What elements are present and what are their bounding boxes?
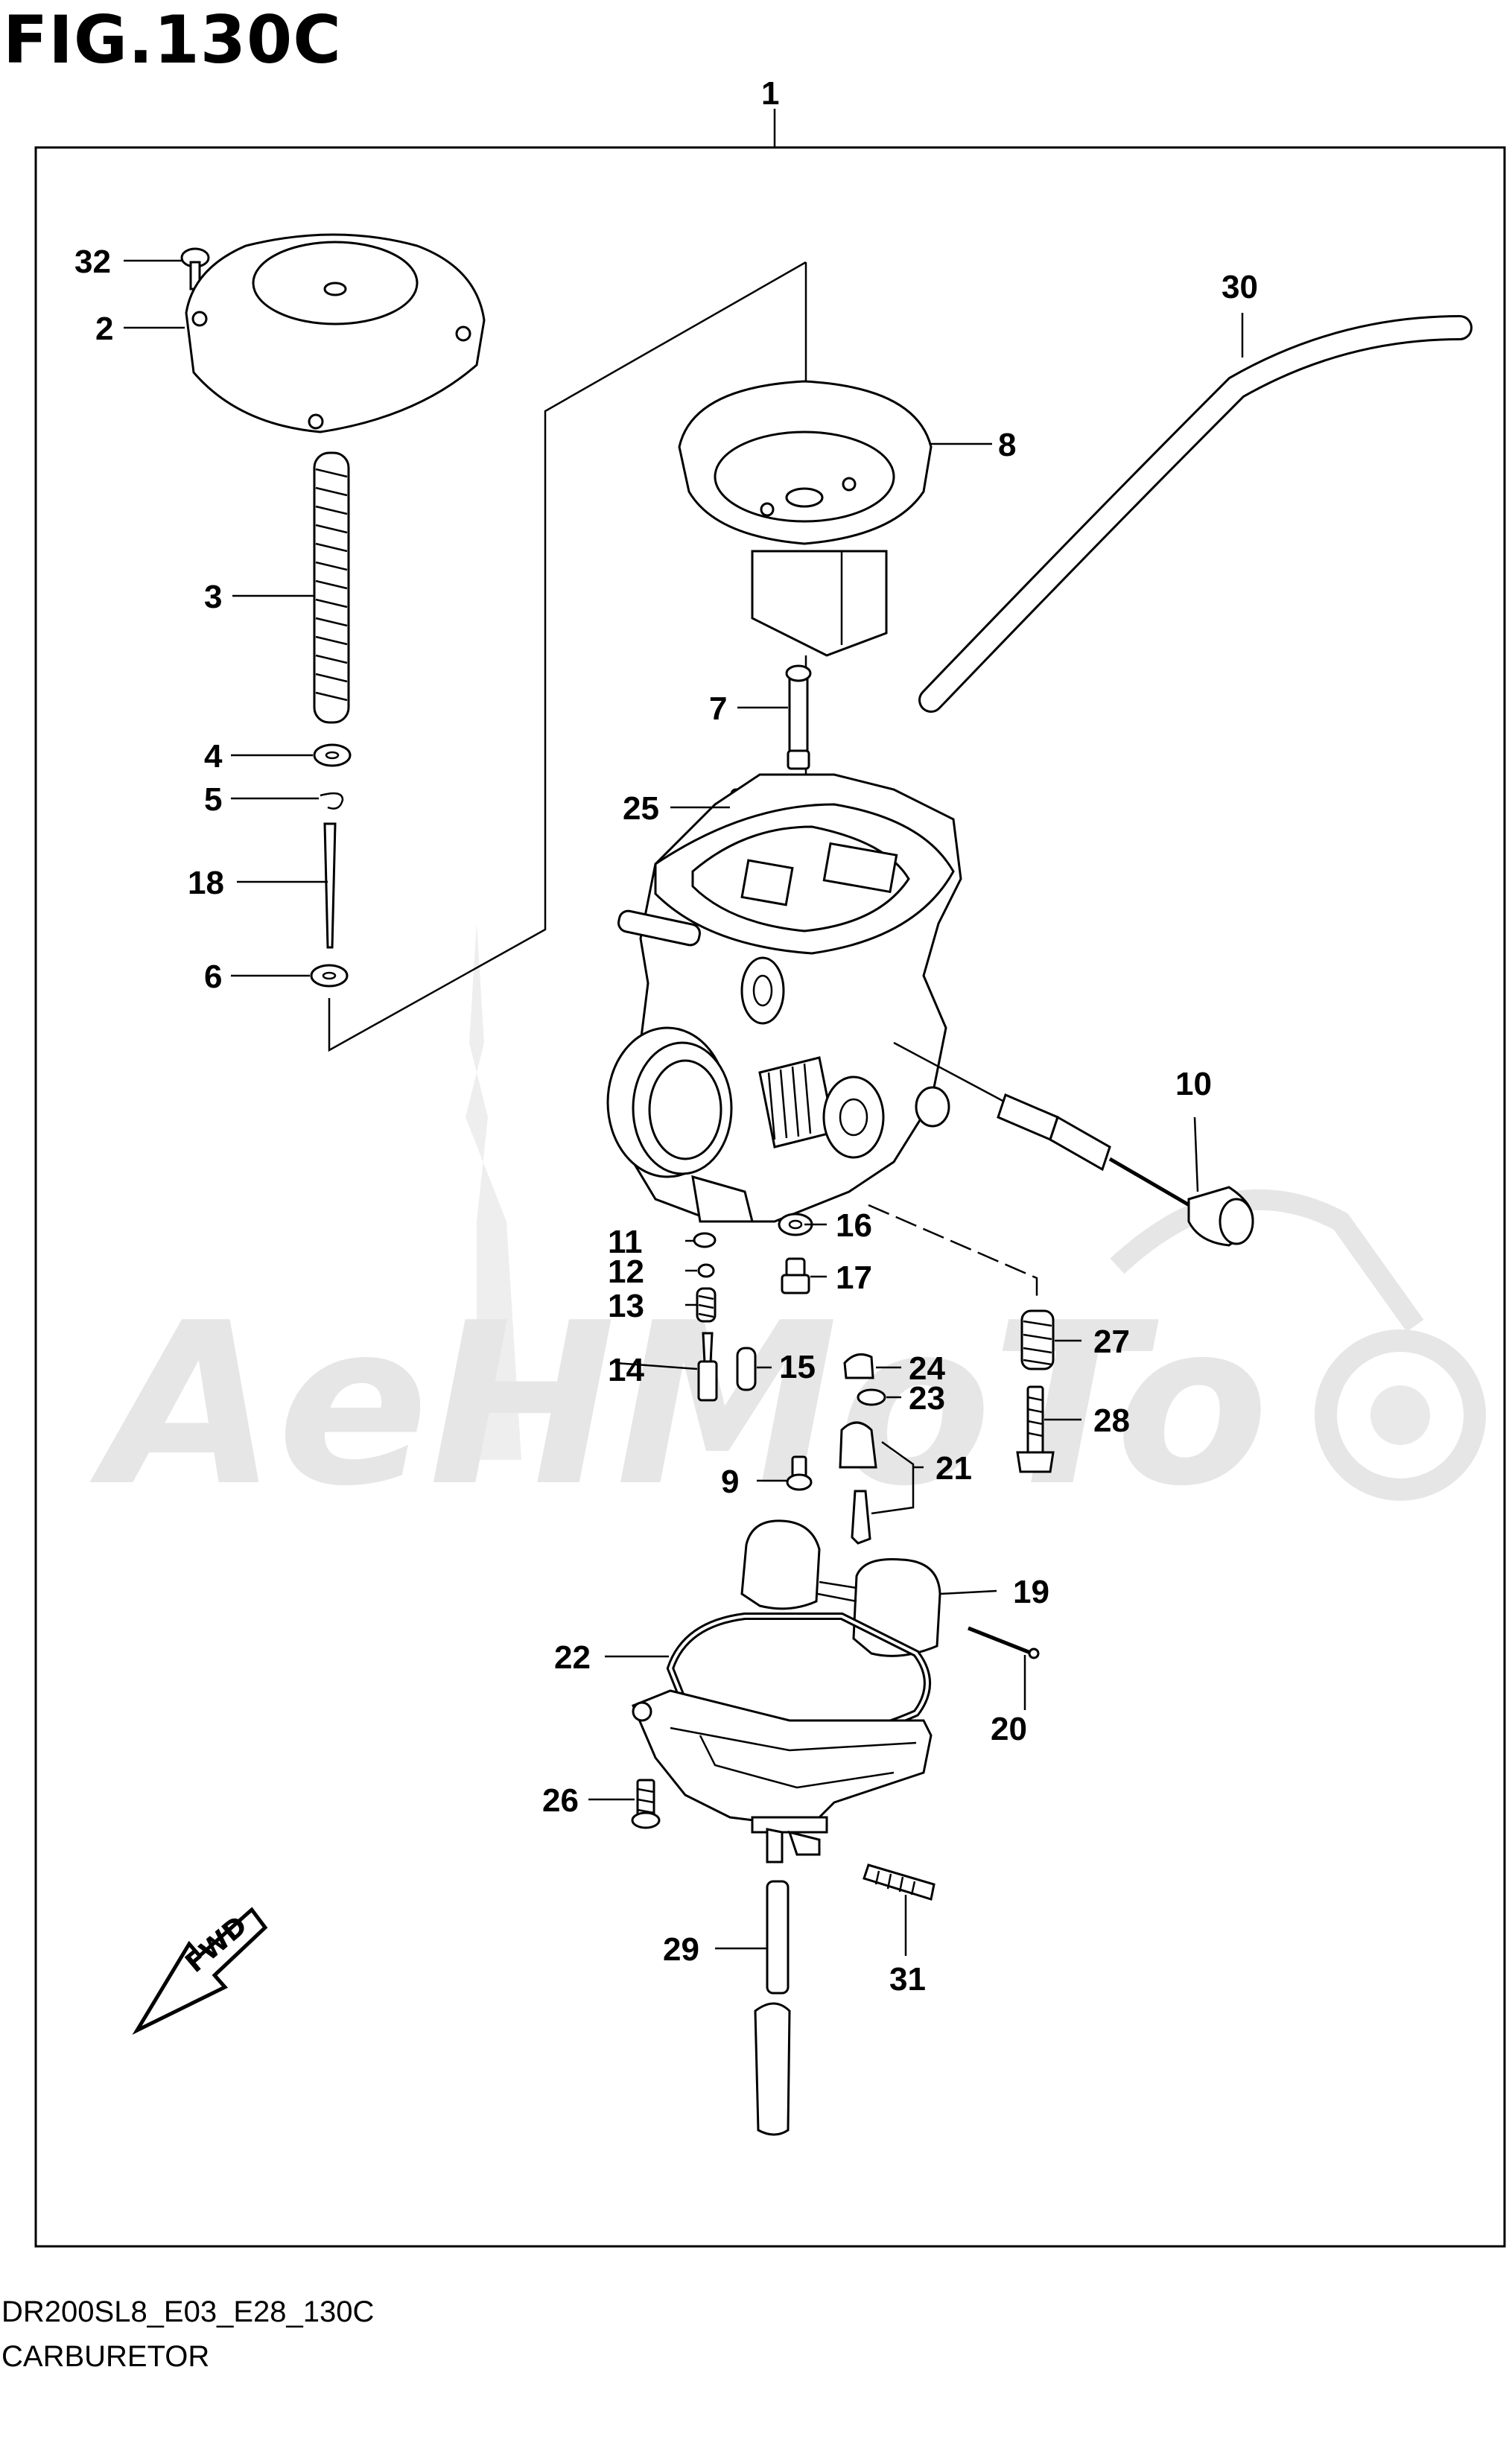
float-chamber (632, 1689, 933, 1864)
callout-13: 13 (608, 1288, 644, 1324)
fwd-arrow-icon: FWD (132, 1907, 268, 2036)
callout-25: 25 (623, 790, 659, 827)
part-11-o-ring (693, 1232, 717, 1248)
callout-6: 6 (204, 959, 222, 995)
callout-30: 30 (1222, 269, 1258, 305)
part-20-pin-head (1028, 1648, 1040, 1659)
callout-23: 23 (909, 1380, 945, 1417)
part-12-washer (697, 1263, 715, 1278)
callout-11: 11 (608, 1224, 643, 1260)
callout-8: 8 (998, 427, 1016, 463)
callout-16: 16 (836, 1207, 872, 1244)
callout-32: 32 (74, 244, 111, 280)
part-28-screw (1016, 1385, 1055, 1473)
callout-28: 28 (1093, 1402, 1130, 1439)
part-7-screw (785, 664, 812, 770)
callout-20: 20 (991, 1711, 1027, 1747)
part-9-screw (786, 1455, 813, 1491)
callout-19: 19 (1013, 1574, 1049, 1610)
callout-29: 29 (663, 1931, 699, 1968)
leader-lines (124, 259, 1244, 1956)
part-10-cable-stop (893, 1041, 1254, 1247)
part-4-washer-hole (325, 751, 340, 760)
callout-22: 22 (554, 1639, 591, 1676)
part-31-screw (863, 1864, 936, 1901)
callout-15: 15 (779, 1349, 816, 1385)
figure-code: DR200SL8_E03_E28_130C (1, 2295, 375, 2328)
watermark-text: AeHMoTo (87, 1275, 1269, 1535)
part-20-pin (968, 1626, 1033, 1656)
part-4-washer (313, 743, 352, 767)
callout-24: 24 (909, 1350, 945, 1387)
part-5-clip (320, 792, 344, 810)
callout-4: 4 (204, 738, 223, 775)
part-21-needle-valve (839, 1421, 877, 1545)
callouts: 1 2 3 4 5 6 7 8 9 10 11 12 13 14 15 16 1… (74, 75, 1258, 1998)
part-29-drain-hose (754, 1880, 791, 2136)
carburetor-body (606, 773, 962, 1223)
watermark: AeHMoTo (87, 924, 1486, 1535)
callout-12: 12 (608, 1254, 644, 1290)
callout-18: 18 (188, 865, 224, 901)
part-24-cap (843, 1353, 874, 1379)
figure-name: CARBURETOR (1, 2340, 210, 2373)
part-17-main-jet (781, 1257, 810, 1294)
callout-31: 31 (889, 1961, 926, 1998)
callout-26: 26 (542, 1782, 579, 1819)
part-27-spring (1020, 1309, 1055, 1370)
part-23-o-ring (857, 1388, 886, 1406)
part-2-top-cap (185, 233, 486, 433)
callout-14: 14 (608, 1352, 644, 1388)
part-6-washer-hole (322, 971, 337, 980)
callout-5: 5 (204, 781, 222, 818)
part-18-jet-needle (323, 822, 337, 949)
callout-21: 21 (936, 1450, 972, 1487)
callout-3: 3 (204, 579, 222, 615)
part-6-washer (310, 964, 349, 988)
callout-2: 2 (95, 311, 113, 347)
frame-border (34, 146, 1506, 2248)
part-30-hose (918, 315, 1473, 713)
part-15-jet (736, 1347, 757, 1391)
callout-1: 1 (761, 75, 779, 112)
part-19-float (740, 1519, 941, 1657)
part-26-screw (631, 1779, 661, 1829)
part-3-spring (313, 451, 350, 724)
callout-17: 17 (836, 1259, 872, 1296)
figure-title: FIG.130C (3, 1, 342, 78)
part-16-washer-hole (788, 1219, 803, 1230)
callout-7: 7 (709, 690, 727, 727)
part-14-needle-screw (697, 1332, 718, 1402)
callout-9: 9 (721, 1464, 739, 1500)
part-8-diaphragm-piston (678, 380, 933, 657)
part-13-spring (696, 1287, 717, 1323)
callout-27: 27 (1093, 1324, 1130, 1360)
callout-10: 10 (1175, 1066, 1212, 1102)
